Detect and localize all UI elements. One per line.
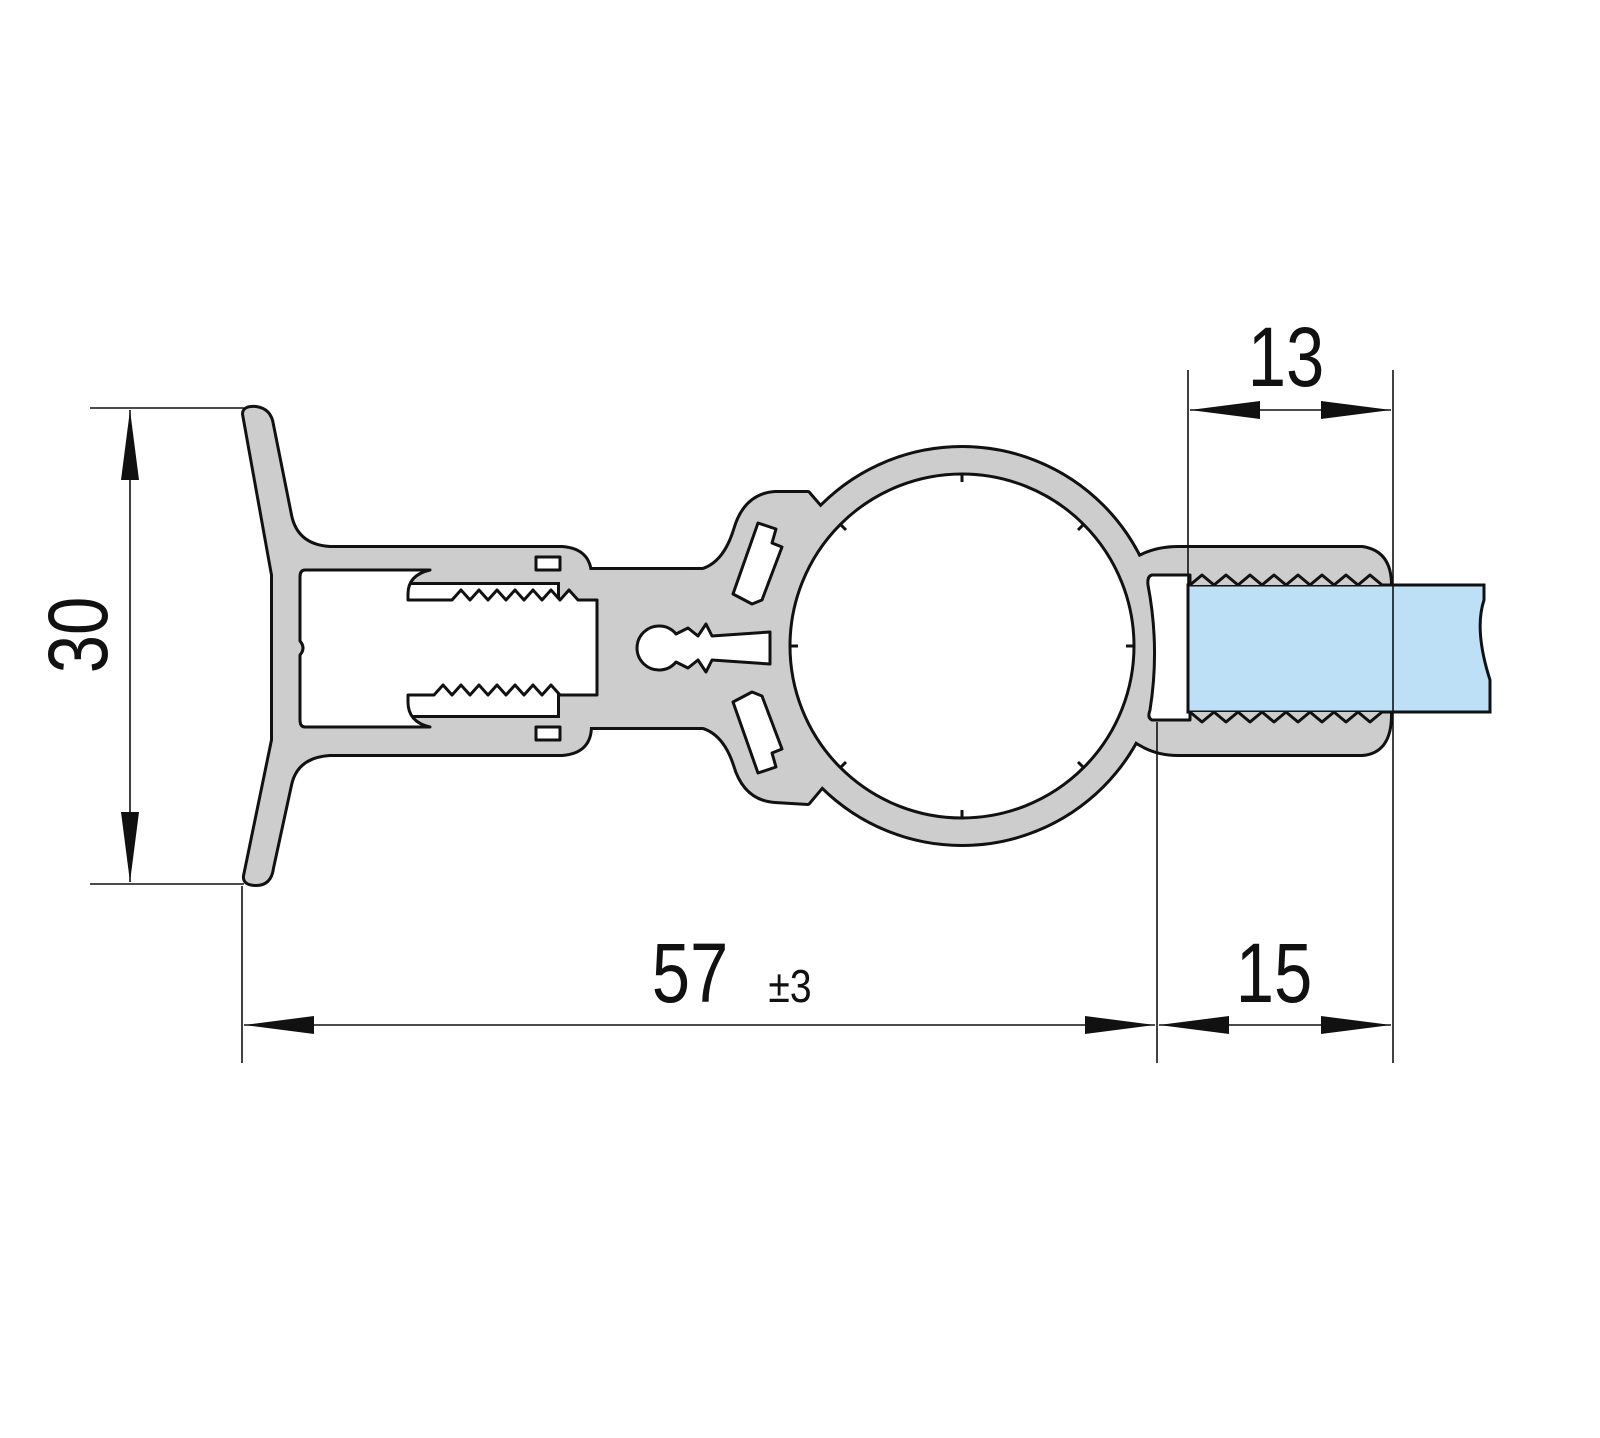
lower-slot xyxy=(534,725,562,742)
grip-dimension-label: 13 xyxy=(1248,311,1325,405)
keyhole-channel xyxy=(635,622,772,674)
glass-panel xyxy=(1186,583,1492,714)
clamp-dimension-label: 15 xyxy=(1236,927,1313,1021)
upper-slot xyxy=(534,555,562,572)
width-tolerance-label: ±3 xyxy=(768,961,811,1013)
ring-ribs xyxy=(790,474,1134,818)
upper-grip-teeth xyxy=(1189,573,1383,587)
seal-profile xyxy=(241,404,1492,887)
height-dimension-label: 30 xyxy=(32,597,126,674)
clamp-cavity xyxy=(1146,573,1192,722)
lower-grip-teeth xyxy=(1189,710,1383,724)
frame-cavity xyxy=(298,568,599,729)
dimension-arrows xyxy=(121,401,1391,1034)
lower-clip-slot xyxy=(731,690,784,775)
width-dimension-label: 57 xyxy=(652,927,729,1021)
upper-clip-slot xyxy=(731,521,784,606)
dimension-lines xyxy=(90,370,1394,1063)
